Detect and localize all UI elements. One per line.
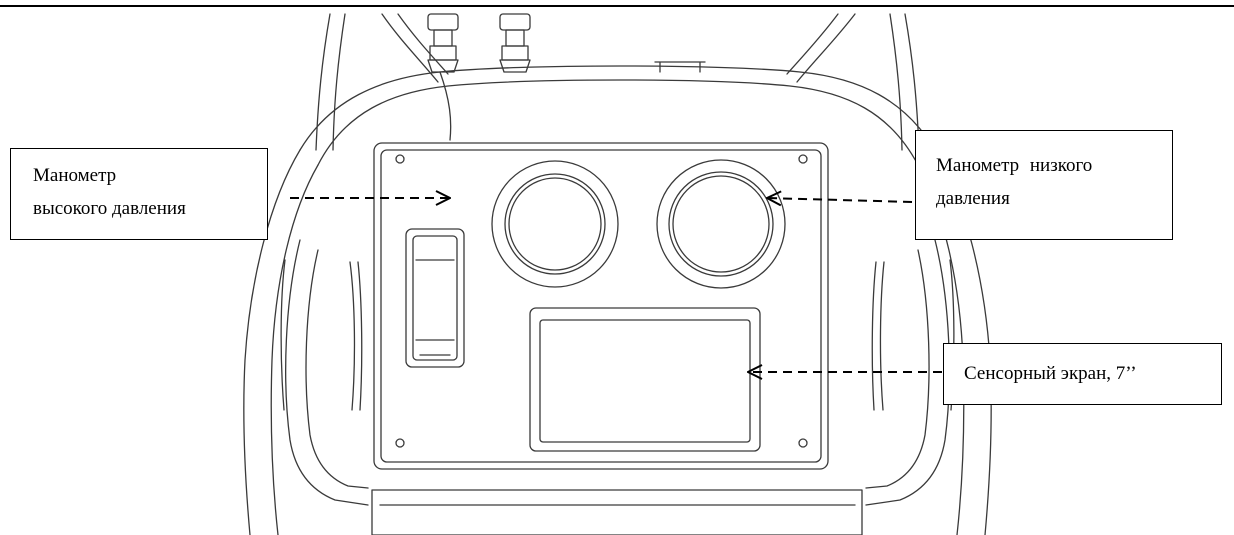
callout-text: высокого давления [33,198,186,220]
top-rule [0,5,1234,7]
sight-glass [405,228,465,368]
right-handle [786,13,920,151]
front-panel [373,142,829,470]
callout-text: Манометр [33,165,117,186]
high-pressure-gauge-callout: Манометр высокого давления [10,148,268,240]
top-housing [299,61,936,166]
low-pressure-gauge-callout: Манометр низкого давления [915,130,1173,240]
touch-screen-callout: Сенсорный экран, 7’’ [943,343,1222,405]
low-pressure-gauge-outline [656,159,786,289]
left-side-housing [243,149,369,535]
callout-text: Сенсорный экран, 7’’ [964,363,1137,384]
left-handle [315,13,449,151]
callout-text: Манометр низкого [936,155,1093,176]
touch-screen-outline [529,307,761,452]
high-pressure-gauge-outline [491,160,619,288]
low-pressure-leader-arrow [767,198,913,202]
service-port-left [427,13,459,73]
callout-text: давления [936,188,1010,210]
bottom-tray [371,489,863,535]
service-port-right [499,13,531,73]
